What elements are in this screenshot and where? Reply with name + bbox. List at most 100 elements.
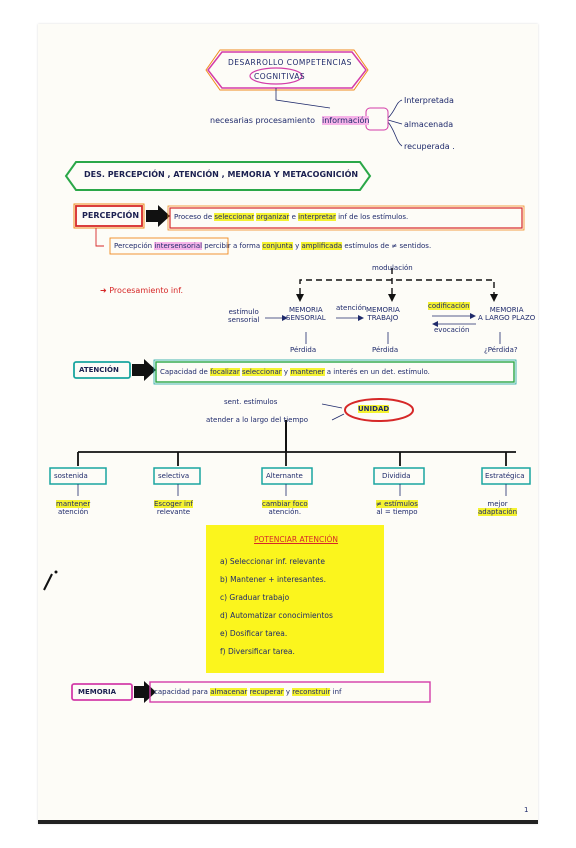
note-dividida-2: al = tiempo: [376, 508, 418, 516]
postit-item-f: f) Diversificar tarea.: [220, 647, 295, 656]
header-title-line2: COGNITIVAS: [254, 72, 306, 81]
type-note-sostenida: mantener atención: [56, 500, 91, 516]
mem-y: y: [285, 688, 291, 696]
att-seleccionar: seleccionar: [241, 368, 282, 376]
flow-evocacion: evocación: [434, 326, 470, 334]
percepcion-label: PERCEPCIÓN: [82, 211, 140, 220]
type-estrategica: Estratégica: [485, 472, 525, 480]
postit-title: POTENCIAR ATENCIÓN: [254, 535, 338, 544]
note-dividida-1: ≠ estímulos: [376, 500, 418, 508]
intersensorial-end: estímulos de ≠ sentidos.: [344, 242, 432, 250]
unidad-ellipse: [344, 398, 414, 422]
modulacion-label: modulación: [372, 264, 413, 272]
note-sostenida-1: mantener: [56, 500, 91, 508]
postit-item-b: b) Mantener + interesantes.: [220, 575, 326, 584]
note-estrategica-1: mejor: [487, 500, 508, 508]
intersensorial-word: intersensorial: [154, 242, 203, 250]
type-note-estrategica: mejor adaptación: [478, 500, 518, 516]
page-number: 1: [524, 806, 529, 814]
intersensorial-text: percibir a forma: [204, 242, 261, 250]
memoria-label-box: [71, 683, 133, 701]
atencion-side-1: sent. estímulos: [224, 398, 278, 406]
memoria-def-box: [149, 681, 431, 703]
flow-estimulo-l1: estímulo: [228, 308, 259, 316]
note-alternante-1: cambiar foco: [262, 500, 308, 508]
def-e: e: [291, 213, 296, 221]
type-note-alternante: cambiar foco atención.: [262, 500, 308, 516]
word-y: y: [295, 242, 300, 250]
postit-item-d: d) Automatizar conocimientos: [220, 611, 333, 620]
type-note-dividida: ≠ estímulos al = tiempo: [376, 500, 418, 516]
intersensorial-line: Percepción intersensorial percibir a for…: [114, 242, 431, 250]
flow-sensorial-l1: MEMORIA: [288, 306, 323, 314]
potenciar-atencion-note: POTENCIAR ATENCIÓN a) Seleccionar inf. r…: [206, 525, 384, 673]
mem-reconstruir: reconstruir: [292, 688, 331, 696]
notebook-page: [38, 24, 538, 824]
flow-largo-l1: MEMORIA: [489, 306, 524, 314]
flow-largo-l2: A LARGO PLAZO: [478, 314, 536, 322]
atencion-def-box: [155, 361, 515, 383]
mem-almacenar: almacenar: [210, 688, 248, 696]
procesamiento-text: Procesamiento inf.: [109, 286, 183, 295]
att-mantener: mantener: [290, 368, 325, 376]
flow-memoria-largo: MEMORIA A LARGO PLAZO: [478, 306, 535, 322]
flow-perdida-2: Pérdida: [372, 346, 399, 354]
word-amplificada: amplificada: [301, 242, 343, 250]
flow-trabajo-l1: MEMORIA: [366, 306, 400, 314]
cognitivas-ellipse: [249, 67, 303, 85]
note-selectiva-2: relevante: [156, 508, 191, 516]
memoria-definition: capacidad para almacenar recuperar y rec…: [154, 688, 342, 696]
type-selectiva: selectiva: [158, 472, 190, 480]
section-banner: DES. PERCEPCIÓN , ATENCIÓN , MEMORIA Y M…: [84, 170, 359, 179]
branch-recuperada: recuperada .: [404, 142, 455, 151]
flow-atencion-arrow-label: atención: [336, 304, 367, 312]
section-banner-shape: [64, 161, 372, 191]
mem-def-suffix: inf: [332, 688, 342, 696]
postit-item-e: e) Dosificar tarea.: [220, 629, 288, 638]
flow-memoria-trabajo: MEMORIA TRABAJO: [366, 306, 400, 322]
intersensorial-prefix: Percepción: [114, 242, 153, 250]
memoria-arrow: [134, 681, 156, 703]
header-hexagon: [207, 51, 367, 89]
percepcion-def-box: [169, 207, 523, 229]
mem-def-prefix: capacidad para: [154, 688, 208, 696]
percepcion-label-box: [75, 205, 143, 227]
atencion-definition: Capacidad de focalizar seleccionar y man…: [160, 368, 430, 376]
procesamiento-mark: ➜: [100, 286, 110, 295]
def-organizar: organizar: [256, 213, 290, 221]
memoria-label: MEMORIA: [78, 688, 117, 696]
branch-almacenada: almacenada: [404, 120, 454, 129]
branch-interpretada: Interpretada: [404, 96, 454, 105]
proceso-key: información: [322, 116, 370, 125]
header-connector: [275, 88, 331, 109]
flow-codificacion: codificación: [428, 302, 470, 310]
note-estrategica-2: adaptación: [478, 508, 518, 516]
mem-recuperar: recuperar: [249, 688, 284, 696]
unidad-label: UNIDAD: [358, 405, 390, 413]
type-dividida: Dividida: [382, 472, 411, 480]
flow-perdida-1: Pérdida: [290, 346, 317, 354]
flow-memoria-sensorial: MEMORIA SENSORIAL: [286, 306, 326, 322]
att-focalizar: focalizar: [210, 368, 240, 376]
flow-estimulo-l2: sensorial: [228, 316, 260, 324]
type-alternante: Alternante: [266, 472, 303, 480]
proceso-left: necesarias procesamiento: [210, 116, 316, 125]
att-def-suffix: a interés en un det. estímulo.: [326, 368, 430, 376]
def-suffix: inf de los estímulos.: [338, 213, 409, 221]
procesamiento-label: ➜ Procesamiento inf.: [100, 286, 183, 295]
postit-item-c: c) Graduar trabajo: [220, 593, 290, 602]
percepcion-arrow: [146, 205, 170, 227]
atencion-side-2: atender a lo largo del tiempo: [206, 416, 308, 424]
flow-trabajo-l2: TRABAJO: [367, 314, 399, 322]
type-note-selectiva: Escoger inf relevante: [154, 500, 193, 516]
att-y: y: [283, 368, 289, 376]
type-sostenida: sostenida: [54, 472, 88, 480]
note-alternante-2: atención.: [268, 508, 302, 516]
atencion-label: ATENCIÓN: [79, 366, 119, 374]
note-sostenida-2: atención: [57, 508, 89, 516]
percepcion-definition: Proceso de seleccionar organizar e inter…: [174, 213, 408, 221]
flow-perdida-3: ¿Pérdida?: [484, 346, 518, 354]
def-prefix: Proceso de: [174, 213, 213, 221]
flow-estimulo: estímulo sensorial: [228, 308, 259, 324]
